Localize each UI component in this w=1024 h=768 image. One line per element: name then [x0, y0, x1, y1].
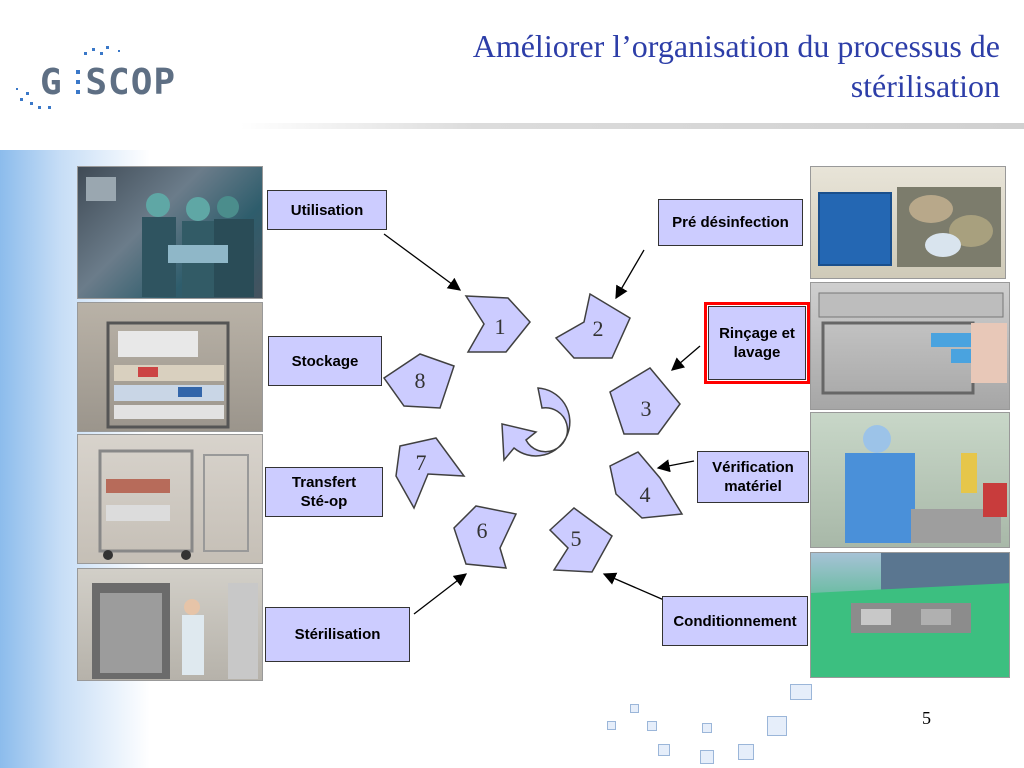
photo-operating-room — [77, 166, 263, 299]
sterilizer-image — [92, 583, 258, 679]
arrow-conditionnement — [602, 572, 665, 601]
photo-transfer-cart — [77, 434, 263, 564]
step-1-shape — [464, 295, 531, 353]
photo-storage-shelves — [77, 302, 263, 432]
title-line-2: stérilisation — [850, 68, 1000, 104]
step-5-number: 5 — [571, 526, 582, 551]
decor-square — [790, 684, 812, 700]
label-conditionnement: Conditionnement — [662, 596, 808, 646]
step-7-number: 7 — [416, 450, 427, 475]
step-7-shape — [395, 437, 466, 510]
step-8-shape — [382, 353, 455, 409]
cart-image — [98, 449, 249, 560]
label-rincage-lavage: Rinçage et lavage — [708, 306, 806, 380]
decor-square — [738, 744, 754, 760]
arrow-utilisation — [383, 233, 462, 291]
storage-image — [106, 321, 230, 429]
decor-square — [607, 721, 616, 730]
instruments-image — [818, 187, 1001, 267]
label-utilisation: Utilisation — [267, 190, 387, 230]
label-pre-desinfection: Pré désinfection — [658, 199, 803, 246]
logo-text: G SCOP — [40, 62, 177, 103]
arrow-sterilisation — [413, 573, 468, 615]
logo-dots-icon — [16, 46, 120, 109]
step-4-shape — [609, 451, 684, 519]
slide-title: Améliorer l’organisation du processus de… — [380, 26, 1000, 106]
step-5-shape — [548, 507, 613, 573]
decor-square — [630, 704, 639, 713]
label-rincage-line1: Rinçage et — [719, 325, 795, 342]
gscop-logo: G SCOP — [14, 40, 204, 120]
decor-square — [658, 744, 670, 756]
step-4-number: 4 — [640, 482, 651, 507]
title-underline — [240, 123, 1024, 129]
arrow-rincage — [671, 345, 701, 371]
decor-square — [647, 721, 657, 731]
step-6-shape — [453, 505, 518, 569]
step-2-number: 2 — [593, 316, 604, 341]
center-cycle-arrow — [501, 387, 571, 462]
title-line-1: Améliorer l’organisation du processus de — [472, 28, 1000, 64]
page-number: 5 — [922, 708, 931, 728]
label-transfert-line1: Transfert — [291, 474, 357, 491]
decor-square — [767, 716, 787, 736]
photo-rinsing-washing — [810, 282, 1010, 410]
surgeons-image — [86, 177, 254, 297]
step-6-number: 6 — [477, 518, 488, 543]
label-sterilisation: Stérilisation — [265, 607, 410, 662]
label-transfert-line2: Sté-op — [300, 493, 348, 510]
photo-sterilizer — [77, 568, 263, 681]
packaging-image — [811, 553, 1009, 677]
photo-pre-disinfection — [810, 166, 1006, 279]
current-step-highlight — [704, 302, 810, 384]
step-2-shape — [554, 292, 631, 359]
label-verification-line1: Vérification — [712, 459, 794, 476]
label-transfert-ste-op: Transfert Sté-op — [265, 467, 383, 517]
washing-image — [818, 292, 1007, 395]
photo-verification — [810, 412, 1010, 548]
step-1-number: 1 — [495, 314, 506, 339]
verification-image — [845, 425, 1007, 543]
label-verification-materiel: Vérification matériel — [697, 451, 809, 503]
decor-square — [700, 750, 714, 764]
label-rincage-line2: lavage — [733, 344, 781, 361]
photo-packaging — [810, 552, 1010, 678]
arrow-verification — [656, 459, 695, 473]
arrow-pre-desinfection — [615, 249, 645, 300]
label-stockage: Stockage — [268, 336, 382, 386]
step-3-shape — [609, 367, 681, 435]
step-3-number: 3 — [641, 396, 652, 421]
decor-square — [702, 723, 712, 733]
step-8-number: 8 — [415, 368, 426, 393]
label-verification-line2: matériel — [724, 478, 782, 495]
